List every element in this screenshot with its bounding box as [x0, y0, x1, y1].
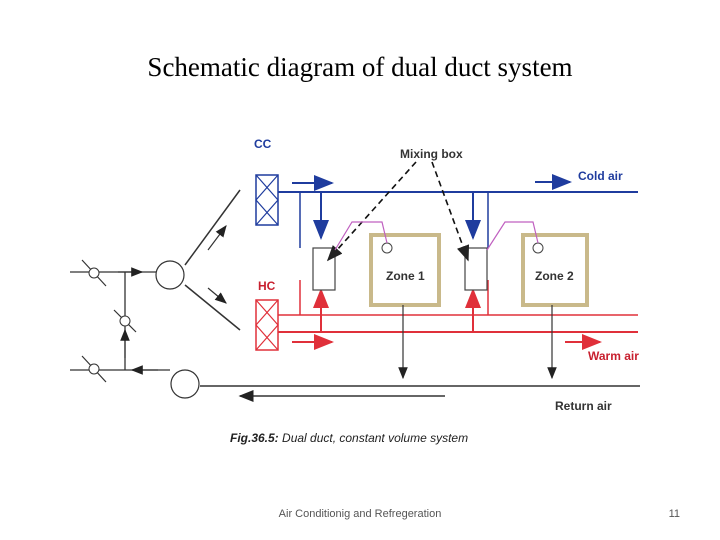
zone-2-label: Zone 2: [535, 269, 574, 283]
mixing-box-pointer-2: [431, 161, 470, 262]
mixing-box-1: [312, 247, 336, 291]
split-arrow-lower: [207, 287, 227, 304]
control-line-1: [334, 221, 388, 251]
damper-fresh-air-icon: [81, 259, 107, 287]
mixing-box-label: Mixing box: [400, 147, 463, 161]
figure-caption-number: Fig.36.5:: [230, 431, 279, 445]
control-line-2: [486, 221, 539, 251]
thermostat-2-icon: [532, 242, 544, 254]
figure-caption: Fig.36.5: Dual duct, constant volume sys…: [230, 431, 468, 445]
slide-footer: Air Conditionig and Refregeration: [278, 508, 442, 520]
return-air-label: Return air: [555, 399, 612, 413]
split-duct-upper: [184, 189, 241, 266]
supply-fan-icon: [155, 260, 185, 290]
mixing-box-2: [464, 247, 488, 291]
hc-label: HC: [258, 279, 276, 293]
cold-air-label: Cold air: [578, 169, 623, 183]
damper-exhaust-icon: [81, 355, 107, 383]
figure-caption-text: Dual duct, constant volume system: [279, 431, 468, 445]
cooling-coil: [255, 174, 279, 226]
warm-air-label: Warm air: [588, 349, 639, 363]
thermostat-1-icon: [381, 242, 393, 254]
dual-duct-diagram: CC HC Mixing box Cold air Warm air Retur…: [70, 137, 640, 445]
split-duct-lower: [184, 284, 241, 331]
damper-recirc-icon: [113, 309, 137, 333]
split-arrow-upper: [207, 225, 227, 251]
cc-label: CC: [254, 137, 272, 151]
page-number: 11: [668, 508, 680, 520]
heating-coil-cross: [255, 299, 279, 351]
mixing-box-pointer-1: [326, 161, 417, 262]
cooling-coil-cross: [255, 174, 279, 226]
return-fan-icon: [170, 369, 200, 399]
zone-1-label: Zone 1: [386, 269, 425, 283]
slide-title: Schematic diagram of dual duct system: [147, 52, 573, 82]
heating-coil: [255, 299, 279, 351]
